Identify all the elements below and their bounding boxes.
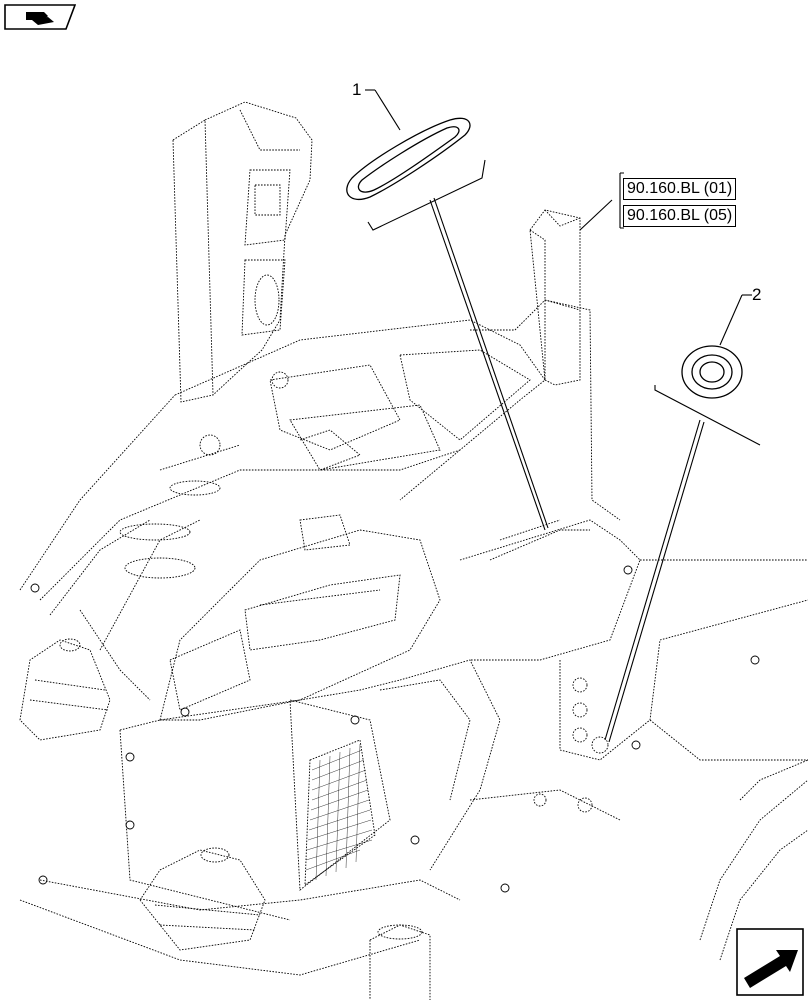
part-1-oval-grommet[interactable] (346, 117, 471, 201)
left-side-panel (19, 394, 461, 701)
part-2-leader (604, 294, 761, 743)
left-pillar (172, 101, 313, 403)
right-fender (699, 759, 808, 961)
next-page-arrow-icon[interactable] (736, 928, 804, 996)
joystick-right-boot (139, 847, 266, 951)
book-arrow-icon[interactable] (4, 4, 77, 30)
vent-grille (305, 743, 373, 881)
joystick-left-boot (19, 638, 111, 741)
reference-link-01[interactable]: 90.160.BL (01) (623, 178, 737, 200)
fasteners (30, 565, 760, 893)
center-console (159, 514, 441, 721)
floor-panel (19, 659, 621, 976)
bottom-pedestal (369, 924, 431, 1000)
part-2-round-grommet[interactable] (681, 345, 743, 399)
upper-console (159, 319, 546, 501)
reference-link-05[interactable]: 90.160.BL (05) (623, 205, 737, 227)
part-1-leader (365, 89, 549, 531)
rear-compartment (459, 519, 808, 761)
right-pillar (470, 209, 621, 521)
callout-1: 1 (352, 80, 361, 99)
callout-2: 2 (752, 285, 761, 304)
reference-leader (579, 172, 624, 231)
